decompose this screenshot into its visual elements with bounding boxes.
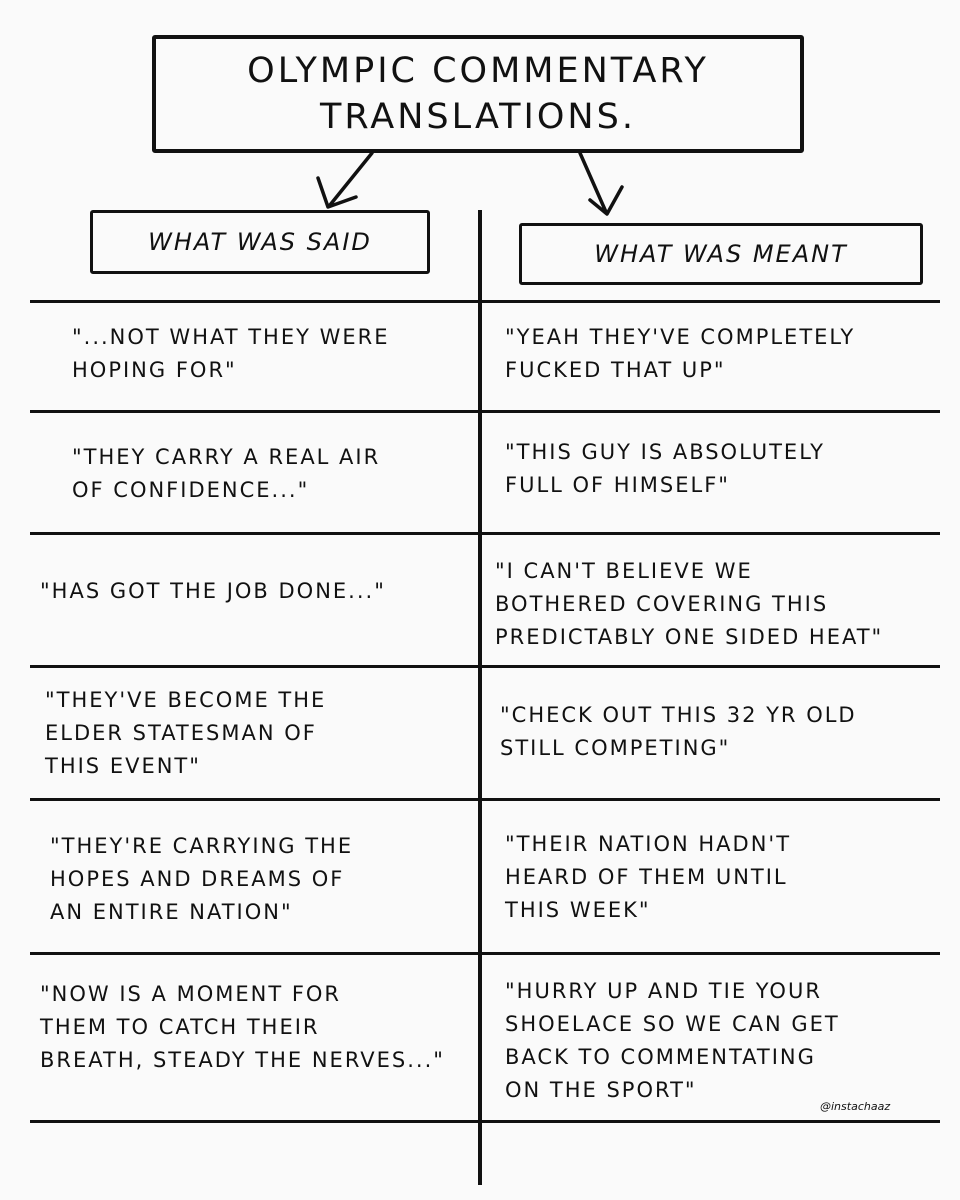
right-arrow-icon bbox=[578, 151, 624, 216]
said-row-2: "They carry a real air of confidence..." bbox=[72, 445, 381, 502]
said-row-3: "Has got the job done..." bbox=[40, 579, 386, 603]
meant-row-3: "I can't believe we bothered covering th… bbox=[495, 559, 884, 649]
meant-row-1: "Yeah they've completely fucked that up" bbox=[505, 325, 856, 382]
meant-row-4: "Check out this 32 yr old still competin… bbox=[500, 703, 857, 760]
artist-credit: @instachaaz bbox=[820, 1100, 891, 1113]
column-divider bbox=[478, 210, 482, 1185]
said-row-6: "Now is a moment for them to catch their… bbox=[40, 982, 445, 1072]
row-divider bbox=[30, 532, 940, 535]
said-row-1: "...Not what they were hoping for" bbox=[72, 325, 390, 382]
title-line-1: Olympic Commentary bbox=[247, 51, 709, 91]
row-divider bbox=[30, 1120, 940, 1123]
row-divider bbox=[30, 410, 940, 413]
header-what-was-meant: What Was Meant bbox=[519, 223, 923, 285]
row-divider bbox=[30, 665, 940, 668]
row-divider bbox=[30, 798, 940, 801]
said-row-5: "They're carrying the hopes and dreams o… bbox=[50, 834, 354, 924]
said-row-4: "They've become the elder statesman of t… bbox=[45, 688, 327, 778]
header-what-was-said: What Was Said bbox=[90, 210, 430, 274]
left-arrow-icon bbox=[316, 151, 374, 209]
meant-row-2: "This guy is absolutely full of himself" bbox=[505, 440, 825, 497]
meant-row-6: "Hurry up and tie your shoelace so we ca… bbox=[505, 979, 840, 1102]
title-line-2: Translations. bbox=[320, 97, 636, 137]
row-divider bbox=[30, 952, 940, 955]
title-box: Olympic Commentary Translations. bbox=[152, 35, 804, 153]
meant-row-5: "Their nation hadn't heard of them until… bbox=[505, 832, 792, 922]
row-divider bbox=[30, 300, 940, 303]
